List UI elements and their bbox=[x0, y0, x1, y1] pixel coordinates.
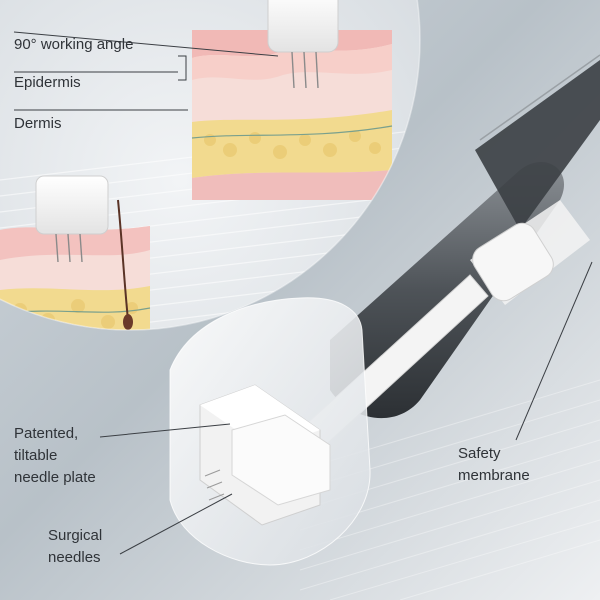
label-dermis: Dermis bbox=[14, 115, 62, 132]
label-membrane-2: membrane bbox=[458, 467, 530, 484]
label-needle-plate-2: tiltable bbox=[14, 447, 58, 464]
label-needle-plate-1: Patented, bbox=[14, 425, 79, 442]
leader-lines bbox=[13, 31, 593, 555]
label-epidermis: Epidermis bbox=[14, 74, 81, 91]
label-needles-2: needles bbox=[48, 549, 101, 566]
applicator-head-upper bbox=[267, 0, 339, 89]
needle-plate bbox=[199, 384, 331, 526]
inset-border bbox=[0, 0, 421, 331]
label-membrane-1: Safety bbox=[458, 445, 501, 462]
label-needle-plate-3: needle plate bbox=[14, 469, 96, 486]
label-needles-1: Surgical bbox=[48, 527, 103, 544]
applicator-head-lower bbox=[35, 175, 109, 263]
label-working-angle: 90° working angle bbox=[14, 36, 134, 53]
